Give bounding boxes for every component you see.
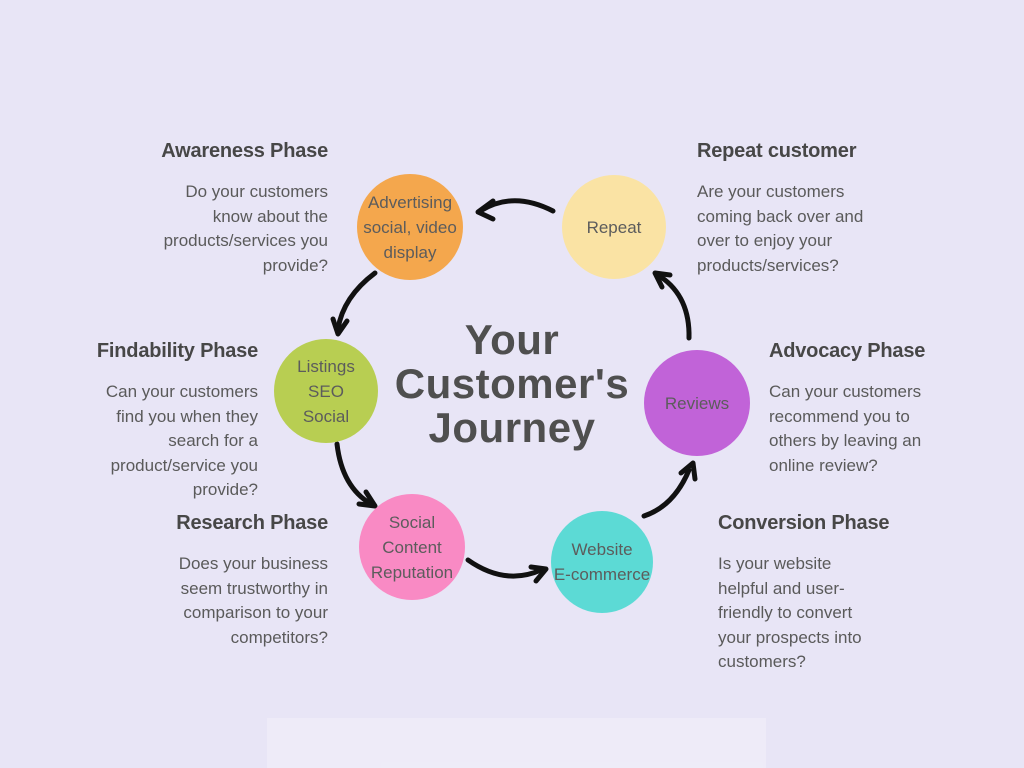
arrow-social-to-website-icon bbox=[465, 557, 549, 584]
arrow-listings-to-social-icon bbox=[334, 441, 378, 509]
phase-body-findability: Can your customers find you when they se… bbox=[105, 382, 258, 499]
stage-circle-social: Social Content Reputation bbox=[359, 494, 465, 600]
phase-heading-research: Research Phase bbox=[176, 512, 328, 534]
stage-circle-advertising: Advertising social, video display bbox=[357, 174, 463, 280]
phase-body-awareness: Do your customers know about the product… bbox=[163, 182, 328, 275]
arrow-repeat-to-advertising-icon bbox=[475, 198, 556, 222]
stage-label-reviews: Reviews bbox=[664, 393, 730, 413]
stage-label-advertising: Advertising social, video display bbox=[363, 192, 457, 262]
phase-block-research: Research Phase Does your business seem t… bbox=[78, 511, 328, 650]
stage-label-repeat: Repeat bbox=[586, 217, 642, 237]
phase-body-repeat-customer: Are your customers coming back over and … bbox=[697, 182, 864, 275]
stage-circle-repeat: Repeat bbox=[562, 175, 666, 279]
phase-heading-awareness: Awareness Phase bbox=[161, 140, 328, 162]
phase-heading-advocacy: Advocacy Phase bbox=[769, 340, 926, 362]
stage-circle-website: Website E-commerce bbox=[551, 511, 653, 613]
bottom-highlight-bar bbox=[267, 718, 766, 768]
phase-body-conversion: Is your website helpful and user- friend… bbox=[718, 554, 862, 671]
phase-heading-conversion: Conversion Phase bbox=[718, 512, 890, 534]
phase-body-research: Does your business seem trustworthy in c… bbox=[178, 554, 328, 647]
stage-circle-listings: Listings SEO Social bbox=[274, 339, 378, 443]
stage-circle-reviews: Reviews bbox=[644, 350, 750, 456]
stage-label-website: Website E-commerce bbox=[553, 540, 651, 584]
phase-block-advocacy: Advocacy Phase Can your customers recomm… bbox=[769, 339, 999, 478]
phase-heading-findability: Findability Phase bbox=[96, 340, 258, 362]
phase-block-awareness: Awareness Phase Do your customers know a… bbox=[78, 139, 328, 278]
phase-body-advocacy: Can your customers recommend you to othe… bbox=[769, 382, 922, 475]
diagram-title: Your Customer's Journey bbox=[394, 316, 630, 451]
phase-heading-repeat-customer: Repeat customer bbox=[697, 140, 857, 162]
phase-block-findability: Findability Phase Can your customers fin… bbox=[8, 339, 258, 503]
stage-label-social: Social Content Reputation bbox=[370, 512, 454, 582]
phase-block-conversion: Conversion Phase Is your website helpful… bbox=[718, 511, 948, 675]
arrow-website-to-reviews-icon bbox=[641, 460, 698, 519]
phase-block-repeat-customer: Repeat customer Are your customers comin… bbox=[697, 139, 947, 278]
stage-label-listings: Listings SEO Social bbox=[297, 356, 355, 426]
